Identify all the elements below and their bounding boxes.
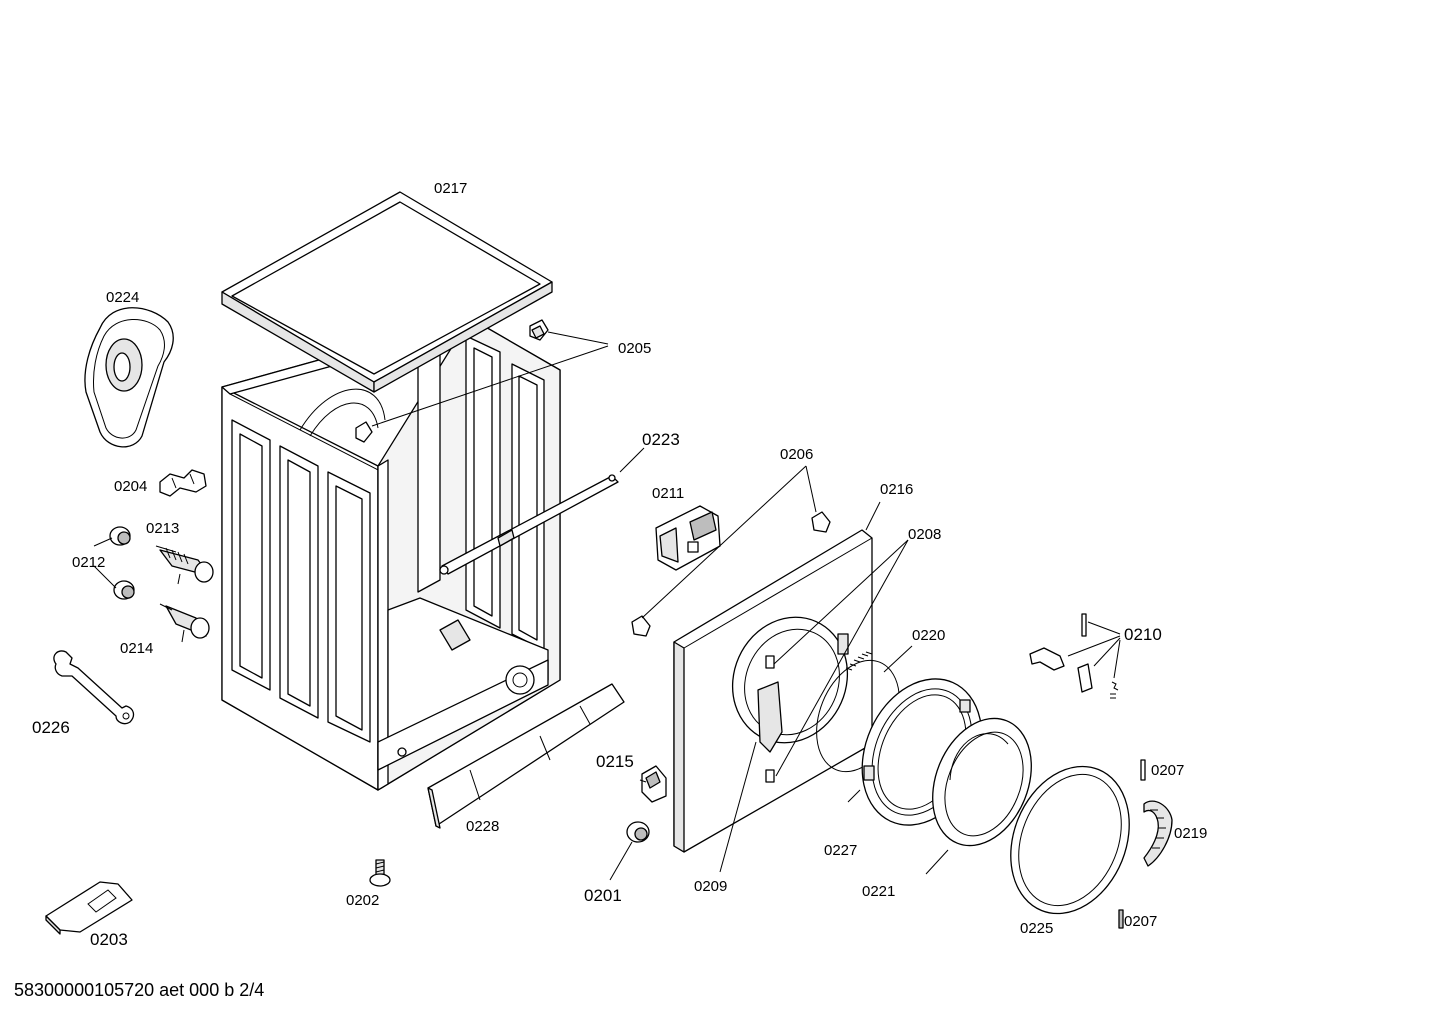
cap-0212-upper [109, 526, 131, 546]
label-0226: 0226 [32, 718, 70, 737]
label-0207-upper: 0207 [1151, 762, 1184, 779]
pin-0207-upper [1140, 759, 1146, 781]
clip-0206-lower [631, 615, 651, 637]
label-0207-lower: 0207 [1124, 913, 1157, 930]
label-0223: 0223 [642, 430, 680, 449]
label-0209: 0209 [694, 878, 727, 895]
label-0211: 0211 [652, 485, 684, 502]
label-0210: 0210 [1124, 625, 1162, 644]
pin-0207-lower [1118, 909, 1124, 929]
label-0220: 0220 [912, 627, 945, 644]
door-lock-0211 [655, 505, 721, 571]
part-0214 [159, 603, 210, 643]
cap-0212-lower [113, 580, 135, 600]
label-0203: 0203 [90, 930, 128, 949]
label-0204: 0204 [114, 478, 147, 495]
door-glass-0221 [932, 717, 1032, 847]
cross-brace-0223 [439, 474, 619, 575]
label-0221: 0221 [862, 883, 895, 900]
label-0219: 0219 [1174, 825, 1207, 842]
leader-lines [93, 331, 1121, 881]
label-0217: 0217 [434, 180, 467, 197]
clip-0205 [529, 319, 549, 341]
cabinet-housing [221, 317, 561, 791]
spring-part-0213 [155, 545, 214, 585]
hinge-parts-0210 [1029, 613, 1119, 699]
label-0216: 0216 [880, 481, 913, 498]
top-cover-0217 [221, 191, 553, 393]
label-0205: 0205 [618, 340, 651, 357]
back-cover-plate-0224 [84, 307, 174, 448]
clip-0204 [159, 469, 207, 497]
label-0228: 0228 [466, 818, 499, 835]
label-0227: 0227 [824, 842, 857, 859]
cap-0201 [626, 821, 650, 843]
label-0213: 0213 [146, 520, 179, 537]
label-0202: 0202 [346, 892, 379, 909]
label-0208: 0208 [908, 526, 941, 543]
label-0214: 0214 [120, 640, 153, 657]
label-0224: 0224 [106, 289, 139, 306]
part-labels: 0217 0224 0205 0223 0206 0216 0211 0208 … [32, 180, 1207, 949]
front-panel-0228 [427, 683, 625, 829]
drawing-reference-footer: 58300000105720 aet 000 b 2/4 [14, 980, 265, 1000]
label-0215: 0215 [596, 752, 634, 771]
clip-0205-inner [355, 421, 373, 443]
bracket-plate-0203 [45, 881, 133, 935]
label-0206: 0206 [780, 446, 813, 463]
part-0215 [641, 765, 667, 803]
door-ring-0225 [1010, 765, 1130, 915]
front-panel-0216 [673, 529, 873, 853]
door-handle-0219 [1143, 800, 1173, 867]
clip-0206-upper [811, 511, 831, 533]
label-0212: 0212 [72, 554, 105, 571]
screw-0202 [369, 859, 391, 887]
label-0201: 0201 [584, 886, 622, 905]
label-0225: 0225 [1020, 920, 1053, 937]
wrench-0226 [53, 650, 135, 725]
